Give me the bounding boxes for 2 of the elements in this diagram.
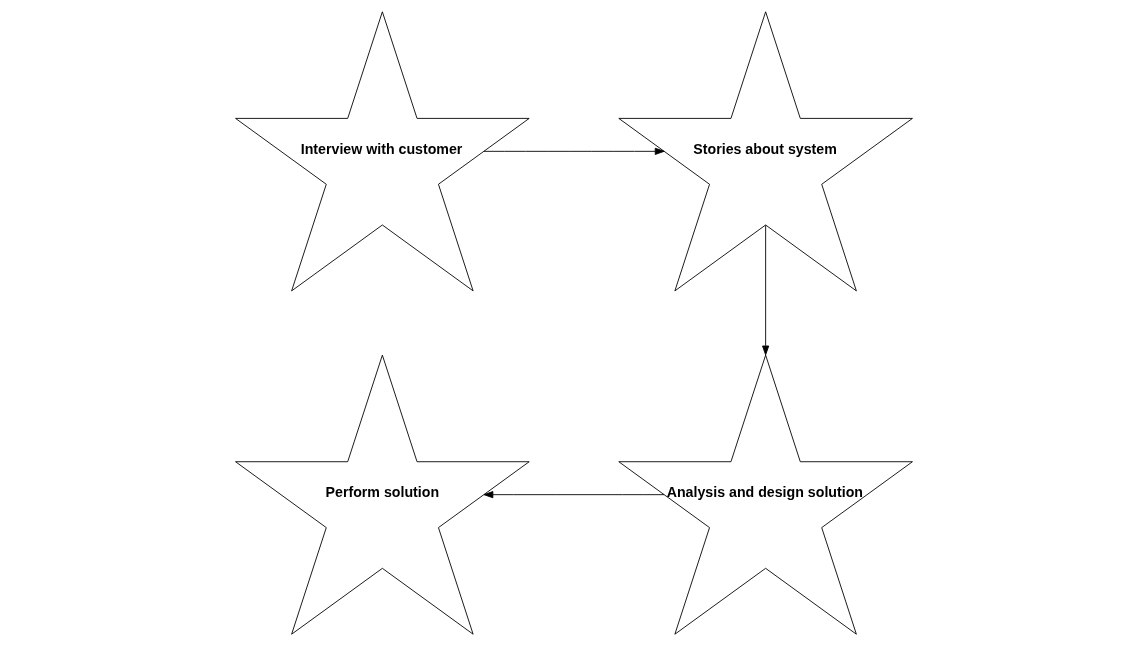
arrow <box>483 491 665 499</box>
arrow <box>483 147 665 155</box>
